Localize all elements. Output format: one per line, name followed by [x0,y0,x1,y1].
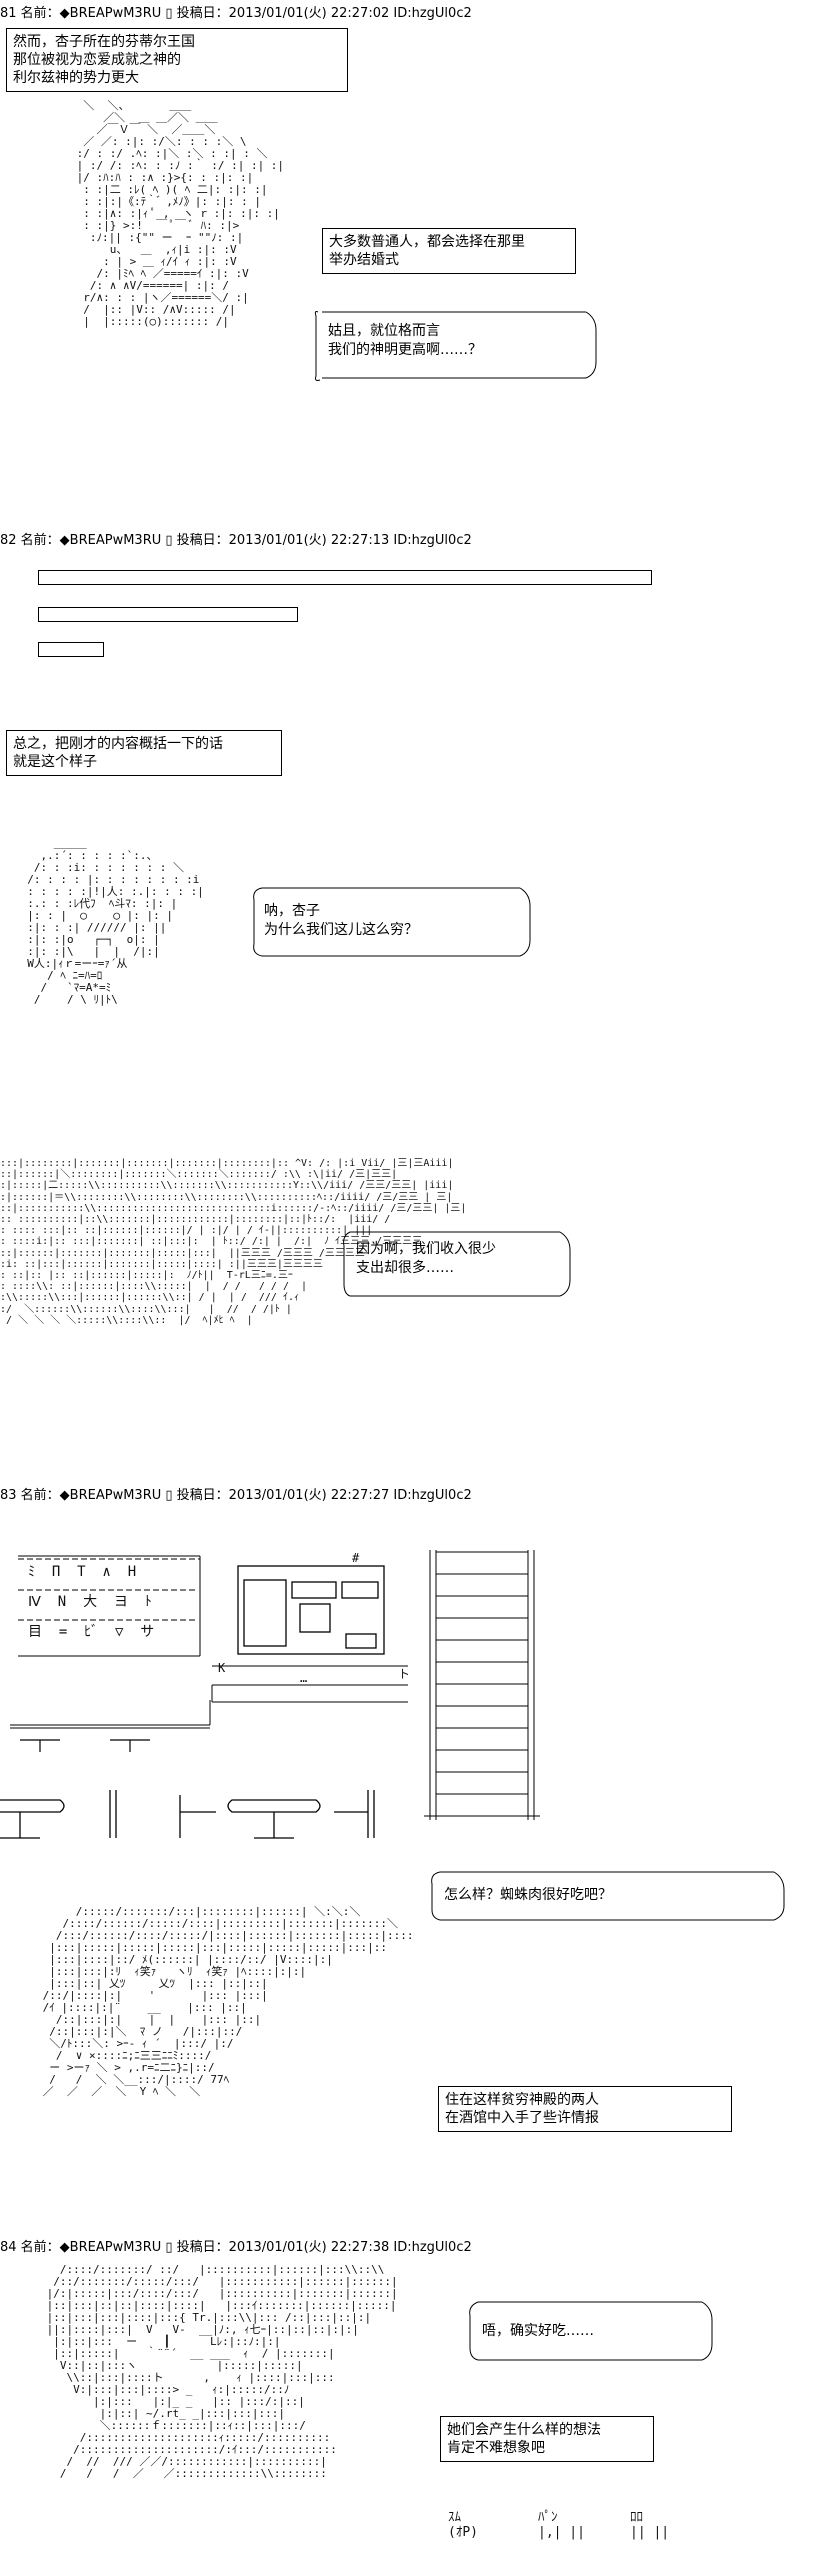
dialogue-line: 支出却很多…… [356,1260,454,1276]
door-mark: K [218,1661,226,1675]
ending-chibi-3: ﾛﾛ || || [630,2510,670,2540]
dialogue-line: 我们的神明更高啊……？ [328,342,482,358]
post-header-82: 82 名前：◆BREAPwM3RU ▯ 投稿日：2013/01/01(火) 22… [0,533,472,548]
narration-line: 大多数普通人，都会选择在那里 [329,234,525,250]
dialogue-line: 为什么我们这儿这么穷？ [264,922,418,938]
shelf [424,1550,540,1820]
bar-mark: ト [398,1667,411,1681]
narration-box-5: 她们会产生什么样的想法 肯定不难想象吧 [440,2416,654,2462]
menu-board [18,1555,201,1657]
narration-line: 就是这个样子 [13,754,97,770]
narration-line: 在酒馆中入手了些许情报 [445,2110,599,2126]
ascii-art-pair-4: /:::::/:::::::/:::|::::::::|::::::| ＼:＼:… [42,1905,414,2098]
post-header-81: 81 名前：◆BREAPwM3RU ▯ 投稿日：2013/01/01(火) 22… [0,6,472,21]
ascii-art-pair-5: /::::/:::::::/ ::/ |::::::::::|::::::|::… [46,2263,398,2480]
dialogue-line: 呐，杏子 [264,903,320,919]
blank-bar-long [38,570,652,585]
post-header-83: 83 名前：◆BREAPwM3RU ▯ 投稿日：2013/01/01(火) 22… [0,1488,472,1503]
narration-box-4: 住在这样贫穷神殿的两人 在酒馆中入手了些许情报 [438,2086,732,2132]
menu-row-1: ﾐ Π T ∧ H [28,1564,137,1580]
narration-box-2: 大多数普通人，都会选择在那里 举办结婚式 [322,228,576,274]
speech-bubble-3: 因为啊，我们收入很少 支出却很多…… [356,1240,496,1278]
speech-bubble-1: 姑且，就位格而言 我们的神明更高啊……？ [328,322,482,360]
ascii-art-scene-3: :::|::::::::|:::::::|:::::::|:::::::|:::… [0,1158,467,1326]
blank-bar-medium [38,607,298,622]
narration-box-1: 然而，杏子所在的芬蒂尔王国 那位被视为恋爱成就之神的 利尔兹神的势力更大 [6,28,348,92]
speech-bubble-5: 唔，确实好吃…… [482,2322,594,2341]
narration-line: 肯定不难想象吧 [447,2440,545,2456]
narration-line: 她们会产生什么样的想法 [447,2422,601,2438]
speech-bubble-2: 呐，杏子 为什么我们这儿这么穷？ [264,902,418,940]
ending-chibi-2: ﾊﾟﾝ |,| || [538,2510,585,2540]
post-header-84: 84 名前：◆BREAPwM3RU ▯ 投稿日：2013/01/01(火) 22… [0,2240,472,2255]
narration-line: 利尔兹神的势力更大 [13,70,139,86]
tables-and-chairs [0,1790,375,1839]
bar-counter [10,1665,408,1729]
ascii-art-kyoko-1: ＼ ＼、 ＿＿ ／＼ ＿ ＿／＼ ＿＿ ／￣Ｖ￣ ＼ ／＿＿＼ ／ ／: :|:… [76,99,285,328]
narration-line: 总之，把刚才的内容概括一下的话 [13,736,223,752]
menu-row-3: 目 = ﾋﾞ ▽ サ [28,1624,155,1640]
narration-line: 然而，杏子所在的芬蒂尔王国 [13,34,195,50]
ending-chibi-1: ｽﾑ (ｵP) [448,2510,478,2540]
ascii-art-girl-2: ＿＿＿ ,.:´: : : : :`:.、 /: : :i: : : : : :… [27,837,204,1006]
bar-stools [20,1739,150,1752]
narration-line: 举办结婚式 [329,252,399,268]
dialogue-line: 唔，确实好吃…… [482,2323,594,2339]
speech-bubble-4: 怎么样？蜘蛛肉很好吃吧？ [444,1886,612,1905]
bar-dots: … [300,1671,308,1685]
narration-box-3: 总之，把刚才的内容概括一下的话 就是这个样子 [6,730,282,776]
dialogue-line: 因为啊，我们收入很少 [356,1241,496,1257]
dialogue-line: 怎么样？蜘蛛肉很好吃吧？ [444,1887,612,1903]
dialogue-line: 姑且，就位格而言 [328,323,440,339]
narration-line: 那位被视为恋爱成就之神的 [13,52,181,68]
sign-hash: # [352,1551,360,1565]
narration-line: 住在这样贫穷神殿的两人 [445,2092,599,2108]
menu-row-2: Ⅳ N 大 ヨ ﾄ [28,1594,152,1610]
notice-board [237,1565,385,1655]
blank-bar-short [38,642,104,657]
